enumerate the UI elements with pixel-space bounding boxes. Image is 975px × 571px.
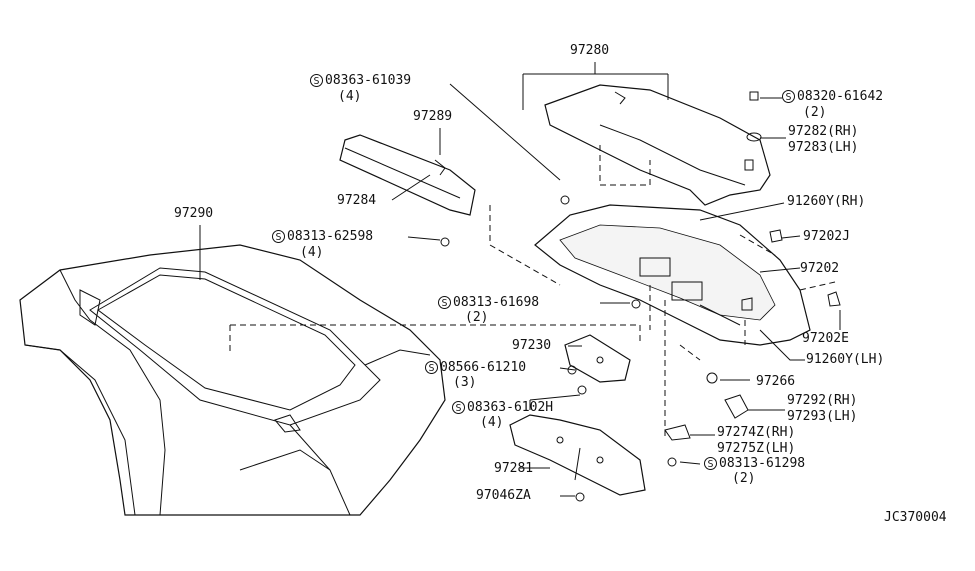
part-number: 08363-61039: [325, 73, 412, 88]
part-number: 08313-61698: [453, 295, 540, 310]
diagram-code: JC370004: [884, 510, 947, 525]
label-97282: 97282(RH): [788, 124, 859, 139]
label-97293: 97293(LH): [787, 409, 858, 424]
label-97275z: 97275Z(LH): [717, 441, 796, 456]
label-97266: 97266: [756, 374, 796, 389]
label-97281: 97281: [494, 461, 534, 476]
qty-08363-6102h: (4): [480, 415, 504, 430]
s-symbol: S: [438, 296, 451, 309]
label-97283: 97283(LH): [788, 140, 859, 155]
label-97289: 97289: [413, 109, 453, 124]
label-91260y-lh: 91260Y(LH): [806, 352, 885, 367]
label-97290: 97290: [174, 206, 214, 221]
qty-08320-61642: (2): [803, 105, 827, 120]
s-symbol: S: [704, 457, 717, 470]
s-symbol: S: [272, 230, 285, 243]
label-97292: 97292(RH): [787, 393, 858, 408]
s-symbol: S: [782, 90, 795, 103]
part-97230-bracket: [564, 334, 631, 383]
part-number: 08313-61298: [719, 456, 806, 471]
part-number: 08363-6102H: [467, 400, 554, 415]
part-number: 08320-61642: [797, 89, 884, 104]
label-97280: 97280: [570, 43, 610, 58]
s-symbol: S: [452, 401, 465, 414]
part-97202-panel: [534, 204, 811, 346]
s-symbol: S: [425, 361, 438, 374]
label-91260y-rh: 91260Y(RH): [787, 194, 866, 209]
label-97284: 97284: [337, 193, 377, 208]
qty-08313-61298: (2): [732, 471, 756, 486]
label-97230: 97230: [512, 338, 552, 353]
qty-08313-62598: (4): [300, 245, 324, 260]
reference-dashes: [229, 145, 836, 440]
part-number: 08566-61210: [440, 360, 527, 375]
part-97281-bracket: [509, 414, 646, 496]
label-97202j: 97202J: [803, 229, 850, 244]
qty-08313-61698: (2): [465, 310, 489, 325]
qty-08566-61210: (3): [453, 375, 477, 390]
part-97280-trim: [544, 84, 771, 206]
leader-lines: [199, 62, 841, 497]
qty-08363-61039: (4): [338, 89, 362, 104]
label-97046za: 97046ZA: [476, 488, 531, 503]
label-97202e: 97202E: [802, 331, 849, 346]
label-97274z: 97274Z(RH): [717, 425, 796, 440]
part-number: 08313-62598: [287, 229, 374, 244]
car-body: [19, 244, 446, 516]
s-symbol: S: [310, 74, 323, 87]
small-fasteners: [440, 91, 841, 502]
part-97284-panel: [339, 134, 476, 216]
label-97202: 97202: [800, 261, 840, 276]
